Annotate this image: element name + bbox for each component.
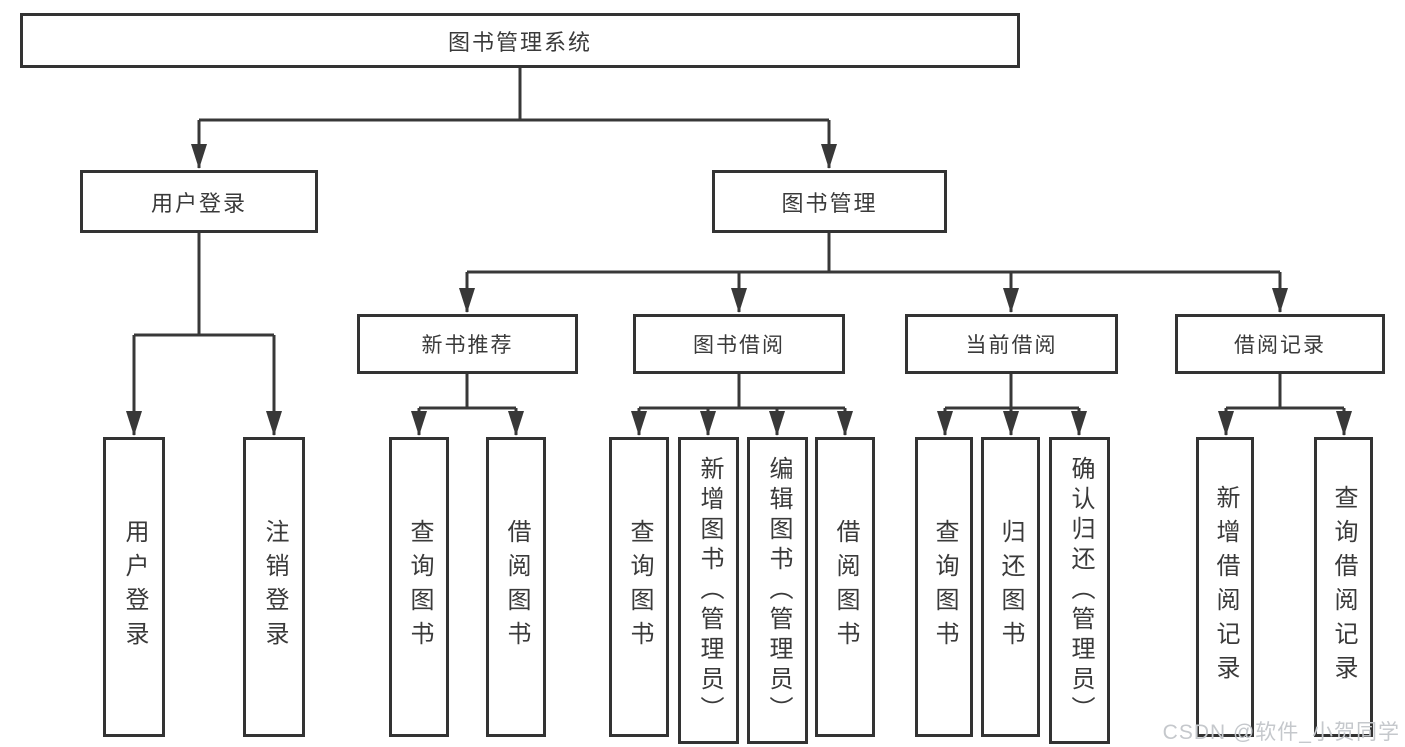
leaf-query-books-borrowing: 查询图书: [609, 437, 669, 737]
leaf-user-login: 用户登录: [103, 437, 165, 737]
leaf-return-books: 归还图书: [981, 437, 1040, 737]
node-user-login: 用户登录: [80, 170, 318, 233]
leaf-borrow-books-borrowing: 借阅图书: [815, 437, 875, 737]
csdn-watermark: CSDN @软件_小贺同学: [1162, 721, 1400, 744]
leaf-borrow-books-newrec: 借阅图书: [486, 437, 546, 737]
leaf-query-books-newrec: 查询图书: [389, 437, 449, 737]
leaf-query-books-current: 查询图书: [915, 437, 973, 737]
leaf-confirm-return-admin: 确认归还（管理员）: [1049, 437, 1110, 744]
node-book-borrowing: 图书借阅: [633, 314, 845, 374]
leaf-add-books-admin: 新增图书（管理员）: [678, 437, 739, 744]
leaf-logout: 注销登录: [243, 437, 305, 737]
node-new-book-recommendation: 新书推荐: [357, 314, 578, 374]
leaf-query-borrow-record: 查询借阅记录: [1314, 437, 1373, 737]
node-library-management-system: 图书管理系统: [20, 13, 1020, 68]
leaf-edit-books-admin: 编辑图书（管理员）: [747, 437, 808, 744]
leaf-add-borrow-record: 新增借阅记录: [1196, 437, 1254, 737]
node-borrowing-records: 借阅记录: [1175, 314, 1385, 374]
node-book-management: 图书管理: [712, 170, 947, 233]
node-current-borrowing: 当前借阅: [905, 314, 1118, 374]
